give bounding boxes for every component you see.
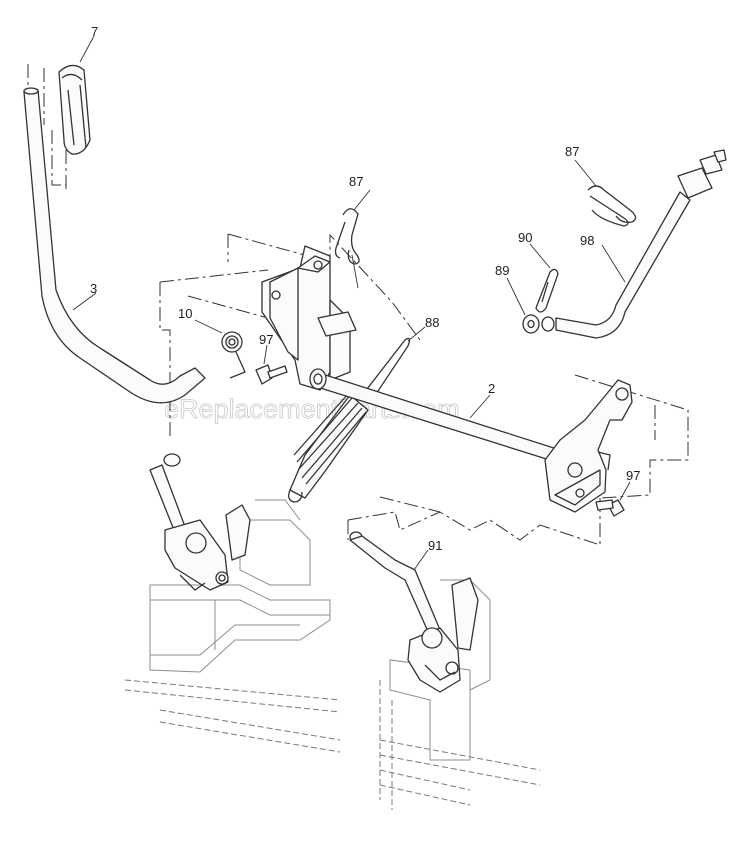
assembly-boundary-lines — [27, 64, 689, 546]
part-7-handle-grip — [58, 35, 95, 155]
callout-2: 2 — [488, 381, 495, 396]
callout-88: 88 — [425, 315, 439, 330]
callout-98: 98 — [580, 233, 594, 248]
callout-87-upper: 87 — [349, 174, 363, 189]
part-3-lift-handle — [23, 87, 206, 404]
callout-3: 3 — [90, 281, 97, 296]
callout-97-right: 97 — [626, 468, 640, 483]
part-90-cotter-pin — [529, 243, 559, 313]
callout-90: 90 — [518, 230, 532, 245]
callout-87-right: 87 — [565, 144, 579, 159]
callout-91: 91 — [428, 538, 442, 553]
part-87-hairpin-clip-upper — [334, 189, 371, 265]
callout-7: 7 — [91, 24, 98, 39]
part-97-bolt-left — [255, 344, 288, 385]
left-deck-link-arm — [149, 453, 251, 591]
part-10-torsion-spring — [194, 319, 246, 379]
part-87-hairpin-clip-right — [574, 159, 637, 227]
part-89-washer — [506, 277, 540, 334]
right-lift-arm — [544, 379, 633, 513]
part-98-adjustment-rod — [541, 149, 727, 339]
part-97-bolt-right — [595, 481, 631, 517]
mower-deck-outline — [124, 499, 541, 810]
callout-10: 10 — [178, 306, 192, 321]
callout-97-left: 97 — [259, 332, 273, 347]
part-88-extension-spring — [288, 326, 426, 503]
part-91-deck-link-arm — [349, 531, 479, 693]
callout-labels: 7 3 10 97 87 88 2 87 90 89 98 97 91 — [90, 24, 640, 553]
callout-89: 89 — [495, 263, 509, 278]
